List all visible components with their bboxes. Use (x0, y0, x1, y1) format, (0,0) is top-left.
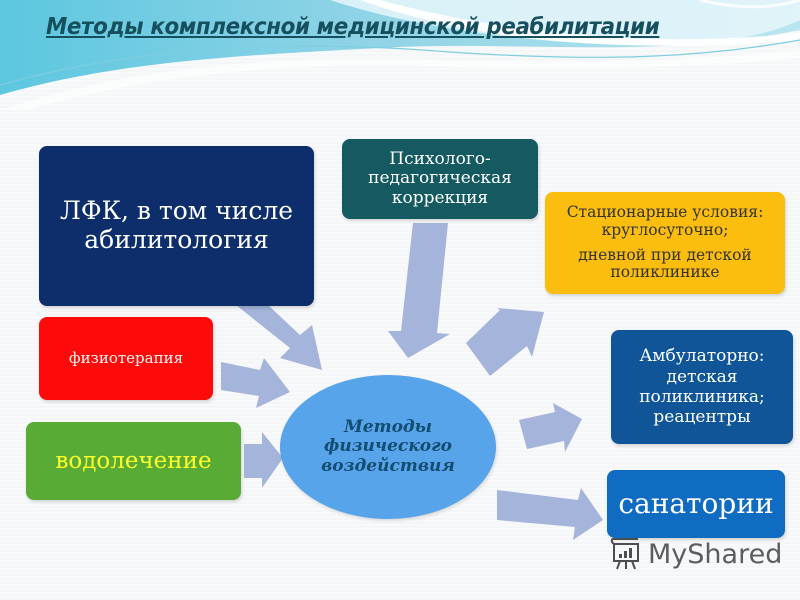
center-line-3: воздействия (321, 455, 455, 476)
arrow-hydro-to-center (244, 432, 283, 488)
node-inpatient-line-4: поликлинике (610, 263, 720, 282)
node-physiotherapy-label: физиотерапия (68, 348, 184, 367)
node-outpatient-line-2: детская (666, 366, 738, 387)
center-node-physical-methods: Методы физического воздействия (280, 375, 496, 519)
node-lfk: ЛФК, в том числе абилитология (39, 146, 314, 306)
node-psychology-line-1: Психолого- (389, 149, 491, 170)
presentation-chart-icon (610, 538, 639, 570)
node-outpatient-line-4: реацентры (653, 407, 751, 428)
node-sanatorium-label: санатории (618, 486, 774, 520)
node-psychology-line-2: педагогическая (368, 168, 512, 189)
node-psychology-line-3: коррекция (391, 187, 489, 208)
node-outpatient-line-1: Амбулаторно: (639, 346, 765, 367)
arrow-lfk-to-center (236, 305, 322, 370)
node-lfk-line-1: ЛФК, в том числе (59, 196, 294, 226)
node-hydrotherapy: водолечение (26, 422, 241, 500)
node-hydrotherapy-label: водолечение (55, 447, 212, 474)
center-line-1: Методы (343, 416, 433, 437)
node-inpatient-line-1: Стационарные условия: (566, 202, 764, 221)
slide-title: Методы комплексной медицинской реабилита… (46, 14, 660, 40)
node-inpatient: Стационарные условия: круглосуточно; дне… (545, 192, 785, 294)
node-inpatient-line-2: круглосуточно; (601, 220, 729, 239)
node-sanatorium: санатории (607, 470, 785, 538)
arrow-psy-to-center (388, 223, 450, 358)
node-outpatient: Амбулаторно: детская поликлиника; реацен… (611, 330, 793, 444)
watermark-text: MyShared (648, 538, 783, 570)
node-physiotherapy: физиотерапия (39, 317, 213, 400)
center-line-2: физического (324, 436, 452, 457)
watermark: MyShared (608, 537, 782, 571)
arrow-physio-to-center (221, 358, 290, 408)
arrow-center-to-outpatient (519, 403, 582, 452)
node-outpatient-line-3: поликлиника; (639, 387, 765, 407)
arrow-center-to-inpatient (466, 308, 544, 376)
node-psychology: Психолого- педагогическая коррекция (342, 139, 538, 219)
node-lfk-line-2: абилитология (84, 225, 269, 254)
header-swoosh-decoration (0, 0, 800, 110)
node-inpatient-line-3: дневной при детской (578, 245, 752, 264)
arrow-center-to-sanatorium (497, 488, 603, 540)
